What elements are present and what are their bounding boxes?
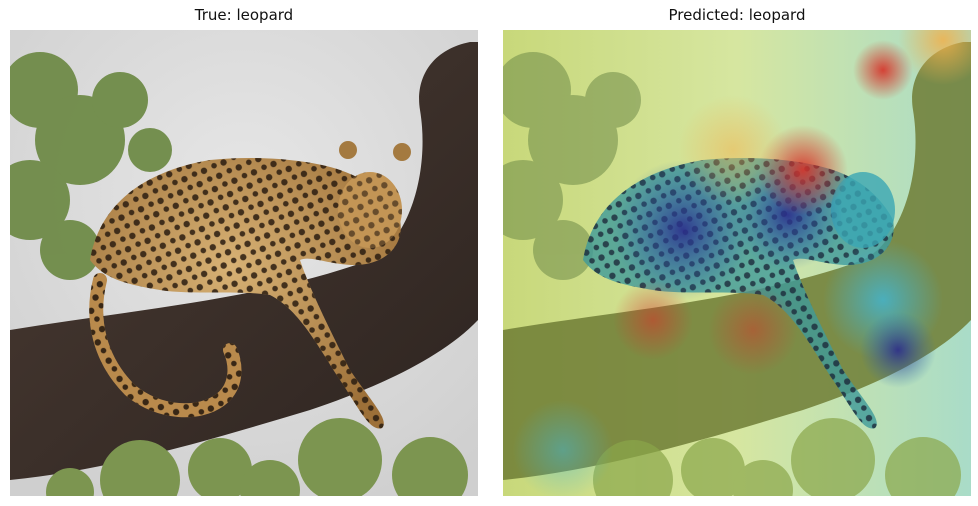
leopard	[89, 141, 411, 429]
predicted-label-title: Predicted: leopard	[668, 6, 806, 24]
predicted-label-panel: Predicted: leopard	[503, 0, 971, 506]
heatmap-overlay-image	[503, 30, 971, 496]
leopard-photo	[10, 30, 478, 496]
true-label-panel: True: leopard	[10, 0, 478, 506]
foliage-left	[10, 52, 172, 280]
original-image	[10, 30, 478, 496]
true-label-title: True: leopard	[194, 6, 294, 24]
foliage-bottom	[46, 418, 468, 496]
gradcam-overlay	[503, 30, 971, 496]
tree-branch	[10, 42, 478, 480]
